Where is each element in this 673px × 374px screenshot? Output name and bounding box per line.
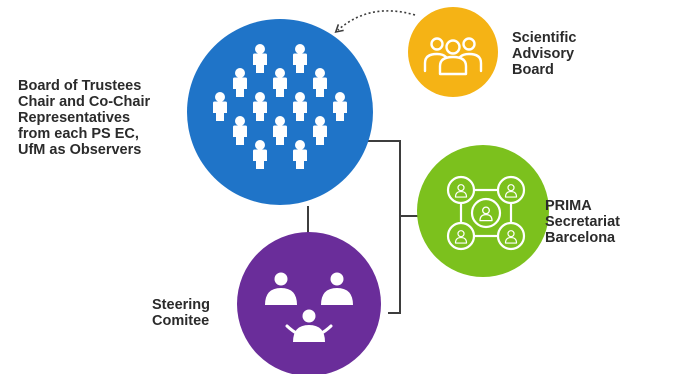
advisory-label-line: Advisory [512, 46, 575, 62]
prima-secretariat-label: PRIMA Secretariat Barcelona [545, 198, 620, 246]
board-of-trustees-circle [187, 19, 373, 205]
board-label-line: Representatives [18, 110, 131, 126]
advisory-label-line: Board [512, 62, 554, 78]
board-label-line: UfM as Observers [18, 142, 142, 158]
advisory-arrow [334, 10, 416, 34]
advisory-label-line: Scientific [512, 30, 577, 46]
people-group-icon [423, 37, 483, 76]
board-label-line: Board of Trustees [18, 78, 142, 94]
board-label-line: from each PS EC, [18, 126, 139, 142]
board-label-line: Chair and Co-Chair [18, 94, 151, 110]
network-people-icon [446, 175, 526, 251]
steering-label-line: Comitee [152, 313, 210, 329]
connector-board-to-secretariat [368, 140, 420, 314]
secretariat-label-line: Barcelona [545, 230, 616, 246]
steering-committee-label: Steering Comitee [152, 297, 210, 329]
board-of-trustees-label: Board of Trustees Chair and Co-Chair Rep… [18, 78, 150, 158]
scientific-advisory-board-circle [408, 7, 498, 97]
people-circle-meeting-icon [265, 272, 353, 342]
scientific-advisory-board-label: Scientific Advisory Board [512, 30, 576, 78]
steering-committee-circle [237, 232, 381, 374]
steering-label-line: Steering [152, 297, 211, 313]
secretariat-label-line: Secretariat [545, 214, 620, 230]
secretariat-label-line: PRIMA [545, 198, 592, 214]
